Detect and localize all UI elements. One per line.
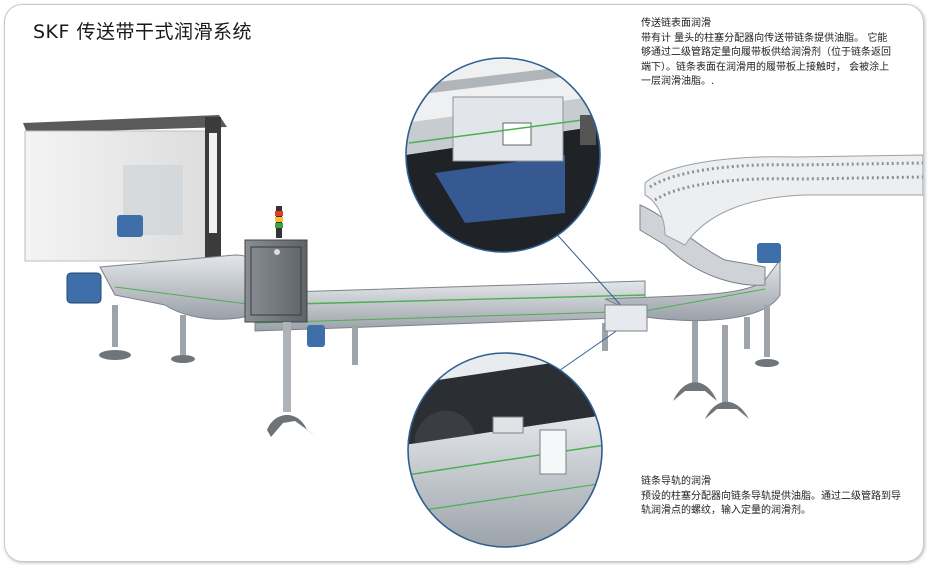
lubrication-control-box: [244, 206, 317, 437]
drive-motors: [66, 215, 781, 347]
note-top-heading: 传送链表面润滑: [641, 18, 711, 29]
note-chain-surface-lubrication: 传送链表面润滑 带有计 量头的柱塞分配器向传送带链条提供油脂。 它能够通过二级管…: [641, 17, 891, 90]
leg-feet: [99, 350, 779, 419]
note-top-body: 带有计 量头的柱塞分配器向传送带链条提供油脂。 它能够通过二级管路定量向履带板供…: [641, 32, 891, 88]
callout-leader-bottom: [552, 324, 626, 376]
machine-housing: [23, 115, 227, 267]
note-bottom-body: 预设的柱塞分配器向链条导轨提供油脂。通过二级管路到导轨润滑点的螺纹，输入定量的润…: [641, 490, 901, 517]
note-guide-rail-lubrication: 链条导轨的润滑 预设的柱塞分配器向链条导轨提供油脂。通过二级管路到导轨润滑点的螺…: [641, 475, 901, 519]
distributor-unit: [604, 304, 648, 332]
callout-leader-top: [552, 229, 626, 311]
page-title: SKF 传送带干式润滑系统: [33, 21, 252, 43]
conveyor-illustration: [23, 57, 923, 548]
magnifier-guide-rail: [407, 352, 603, 548]
note-bottom-heading: 链条导轨的润滑: [641, 476, 711, 487]
upper-chain-curve: [644, 154, 923, 246]
magnifier-chain-surface: [405, 57, 601, 253]
figure-frame: SKF 传送带干式润滑系统 传送链表面润滑 带有计 量头的柱塞分配器向传送带链条…: [4, 4, 924, 562]
